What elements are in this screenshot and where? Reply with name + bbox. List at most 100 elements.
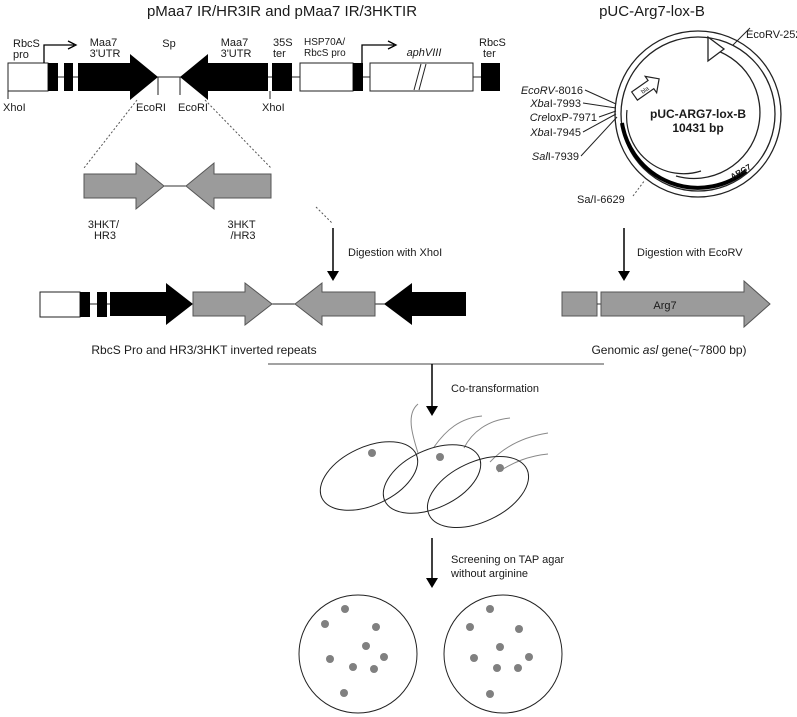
hsp70a-promoter-box bbox=[299, 62, 354, 92]
flagellum-4 bbox=[489, 432, 549, 463]
colony bbox=[515, 625, 523, 633]
sali-7939-label: SalI-7939 bbox=[532, 151, 579, 163]
arg7-feature-arc bbox=[620, 122, 748, 190]
construct-title: pMaa7 IR/HR3IR and pMaa7 IR/3HKTIR bbox=[147, 3, 417, 20]
ecorv-fragment: Arg7 Genomic asl gene(~7800 bp) bbox=[561, 279, 771, 357]
maa7-utr-label-forward: Maa7 3'UTR bbox=[90, 37, 121, 60]
ecori-label-left: EcoRI bbox=[136, 102, 166, 114]
agar-plate-left bbox=[298, 594, 418, 714]
ecorv-8016-label: EcoRV-8016 bbox=[521, 85, 583, 97]
zoom-line-left bbox=[83, 99, 138, 169]
xhoi-label-left: XhoI bbox=[3, 102, 26, 114]
rbcs-ter-box bbox=[481, 63, 500, 91]
spacer-label: Sp bbox=[162, 38, 175, 50]
xbai-7993-leader bbox=[582, 102, 617, 109]
bla-arrow-shape bbox=[630, 75, 660, 101]
asl-upstream-box bbox=[561, 291, 598, 317]
cell-dot-3 bbox=[496, 464, 504, 472]
flagellum-2 bbox=[433, 415, 483, 448]
sali-7939-leader bbox=[580, 116, 618, 157]
ecorv-252-leader bbox=[732, 27, 751, 46]
colony bbox=[372, 623, 380, 631]
colony bbox=[493, 664, 501, 672]
aphviii-box bbox=[369, 62, 474, 92]
algal-cells bbox=[319, 403, 549, 528]
plasmid-name: pUC-ARG7-lox-B bbox=[650, 107, 746, 121]
colony bbox=[486, 605, 494, 613]
screening-label: Screening on TAP agar without arginine bbox=[450, 554, 567, 580]
cell-dot-2 bbox=[436, 453, 444, 461]
colony bbox=[340, 689, 348, 697]
ecorv-252-label: EcoRV-252 bbox=[746, 29, 797, 41]
construct-map: RbcS pro Maa7 3'UTR Sp Maa7 3'UTR 35S te… bbox=[3, 37, 506, 114]
agar-plates bbox=[298, 594, 563, 714]
colony bbox=[326, 655, 334, 663]
arg7-inner-arrow-arc bbox=[675, 47, 761, 180]
fragment-intron-2 bbox=[97, 292, 107, 317]
xbai-7993-label: XbaI-7993 bbox=[529, 98, 581, 110]
arg7-gene-arc bbox=[626, 109, 702, 175]
ecorv-8016-leader bbox=[584, 89, 617, 105]
insert-guide-line bbox=[315, 206, 333, 224]
colony bbox=[496, 643, 504, 651]
bla-label: bla bbox=[641, 86, 652, 96]
rbcs-pro-box bbox=[7, 62, 49, 92]
ter-35s-box bbox=[272, 63, 292, 91]
insert-zoom: 3HKT/ HR3 3HKT /HR3 bbox=[83, 99, 333, 242]
cotransform-label: Co-transformation bbox=[451, 383, 539, 395]
xhoi-fragment: RbcS Pro and HR3/3HKT inverted repeats bbox=[39, 281, 466, 357]
digest-ecorv-label: Digestion with EcoRV bbox=[637, 247, 743, 259]
hsp70a-intron-block bbox=[353, 63, 363, 91]
colony bbox=[370, 665, 378, 673]
aphviii-label: aphVIII bbox=[407, 47, 442, 59]
xbai-7945-label: XbaI-7945 bbox=[529, 127, 581, 139]
break-mark-2 bbox=[418, 63, 427, 91]
rbcs-promoter-arrowhead bbox=[67, 40, 78, 50]
fragment-maa7-reverse bbox=[384, 283, 466, 325]
right-product-caption: Genomic asl gene(~7800 bp) bbox=[591, 343, 746, 357]
digestion-step-left: Digestion with XhoI bbox=[327, 228, 442, 281]
colony bbox=[470, 654, 478, 662]
cotransform-step: Co-transformation bbox=[426, 364, 539, 416]
algal-cell-1 bbox=[319, 441, 419, 511]
maa7-utr-forward-arrow bbox=[78, 54, 158, 100]
fragment-intron-1 bbox=[80, 292, 90, 317]
break-mark-1 bbox=[413, 63, 422, 91]
sali-6629-label: Sa/I-6629 bbox=[577, 194, 625, 206]
colony bbox=[362, 642, 370, 650]
intron-block-2 bbox=[64, 63, 73, 91]
cell-dot-1 bbox=[368, 449, 376, 457]
creloxp-7971-label: CreloxP-7971 bbox=[530, 112, 597, 124]
colony bbox=[466, 623, 474, 631]
digest-arrowhead-right bbox=[618, 271, 630, 281]
flagellum-1 bbox=[410, 403, 419, 454]
digestion-step-right: Digestion with EcoRV bbox=[618, 228, 743, 281]
arg7-gene-arrow bbox=[600, 279, 771, 329]
plasmid-map: bla pUC-ARG7-lox-B 10431 bp ARG7 EcoRV-2… bbox=[521, 27, 797, 206]
hsp70a-promoter-arrowhead bbox=[387, 40, 398, 50]
algal-cell-3 bbox=[426, 456, 530, 528]
colony bbox=[525, 653, 533, 661]
xbai-7945-leader bbox=[582, 113, 617, 133]
hsp70a-promoter-arrow bbox=[361, 44, 394, 63]
ter-35s-label: 35S ter bbox=[273, 37, 296, 60]
plasmid-size: 10431 bp bbox=[672, 121, 723, 135]
agar-plate-right bbox=[443, 594, 563, 714]
colony bbox=[514, 664, 522, 672]
xhoi-label-right: XhoI bbox=[262, 102, 285, 114]
maa7-utr-reverse-arrow bbox=[180, 54, 268, 100]
plasmid-inner-ring bbox=[620, 36, 776, 192]
hkt-hr3-label-reverse: 3HKT /HR3 bbox=[228, 219, 259, 242]
arg7-inner-arrowhead bbox=[707, 35, 726, 63]
hkt-hr3-reverse-arrow bbox=[185, 161, 272, 211]
arg7-gene-label: Arg7 bbox=[653, 300, 676, 312]
hkt-hr3-label-forward: 3HKT/ HR3 bbox=[88, 219, 122, 242]
plasmid-title: pUC-Arg7-lox-B bbox=[599, 3, 705, 20]
rbcs-promoter-arrow bbox=[43, 44, 74, 63]
fragment-insert-reverse bbox=[294, 281, 376, 327]
intron-block-1 bbox=[48, 63, 58, 91]
ecori-label-right: EcoRI bbox=[178, 102, 208, 114]
fragment-insert-forward bbox=[192, 281, 273, 327]
colony bbox=[321, 620, 329, 628]
